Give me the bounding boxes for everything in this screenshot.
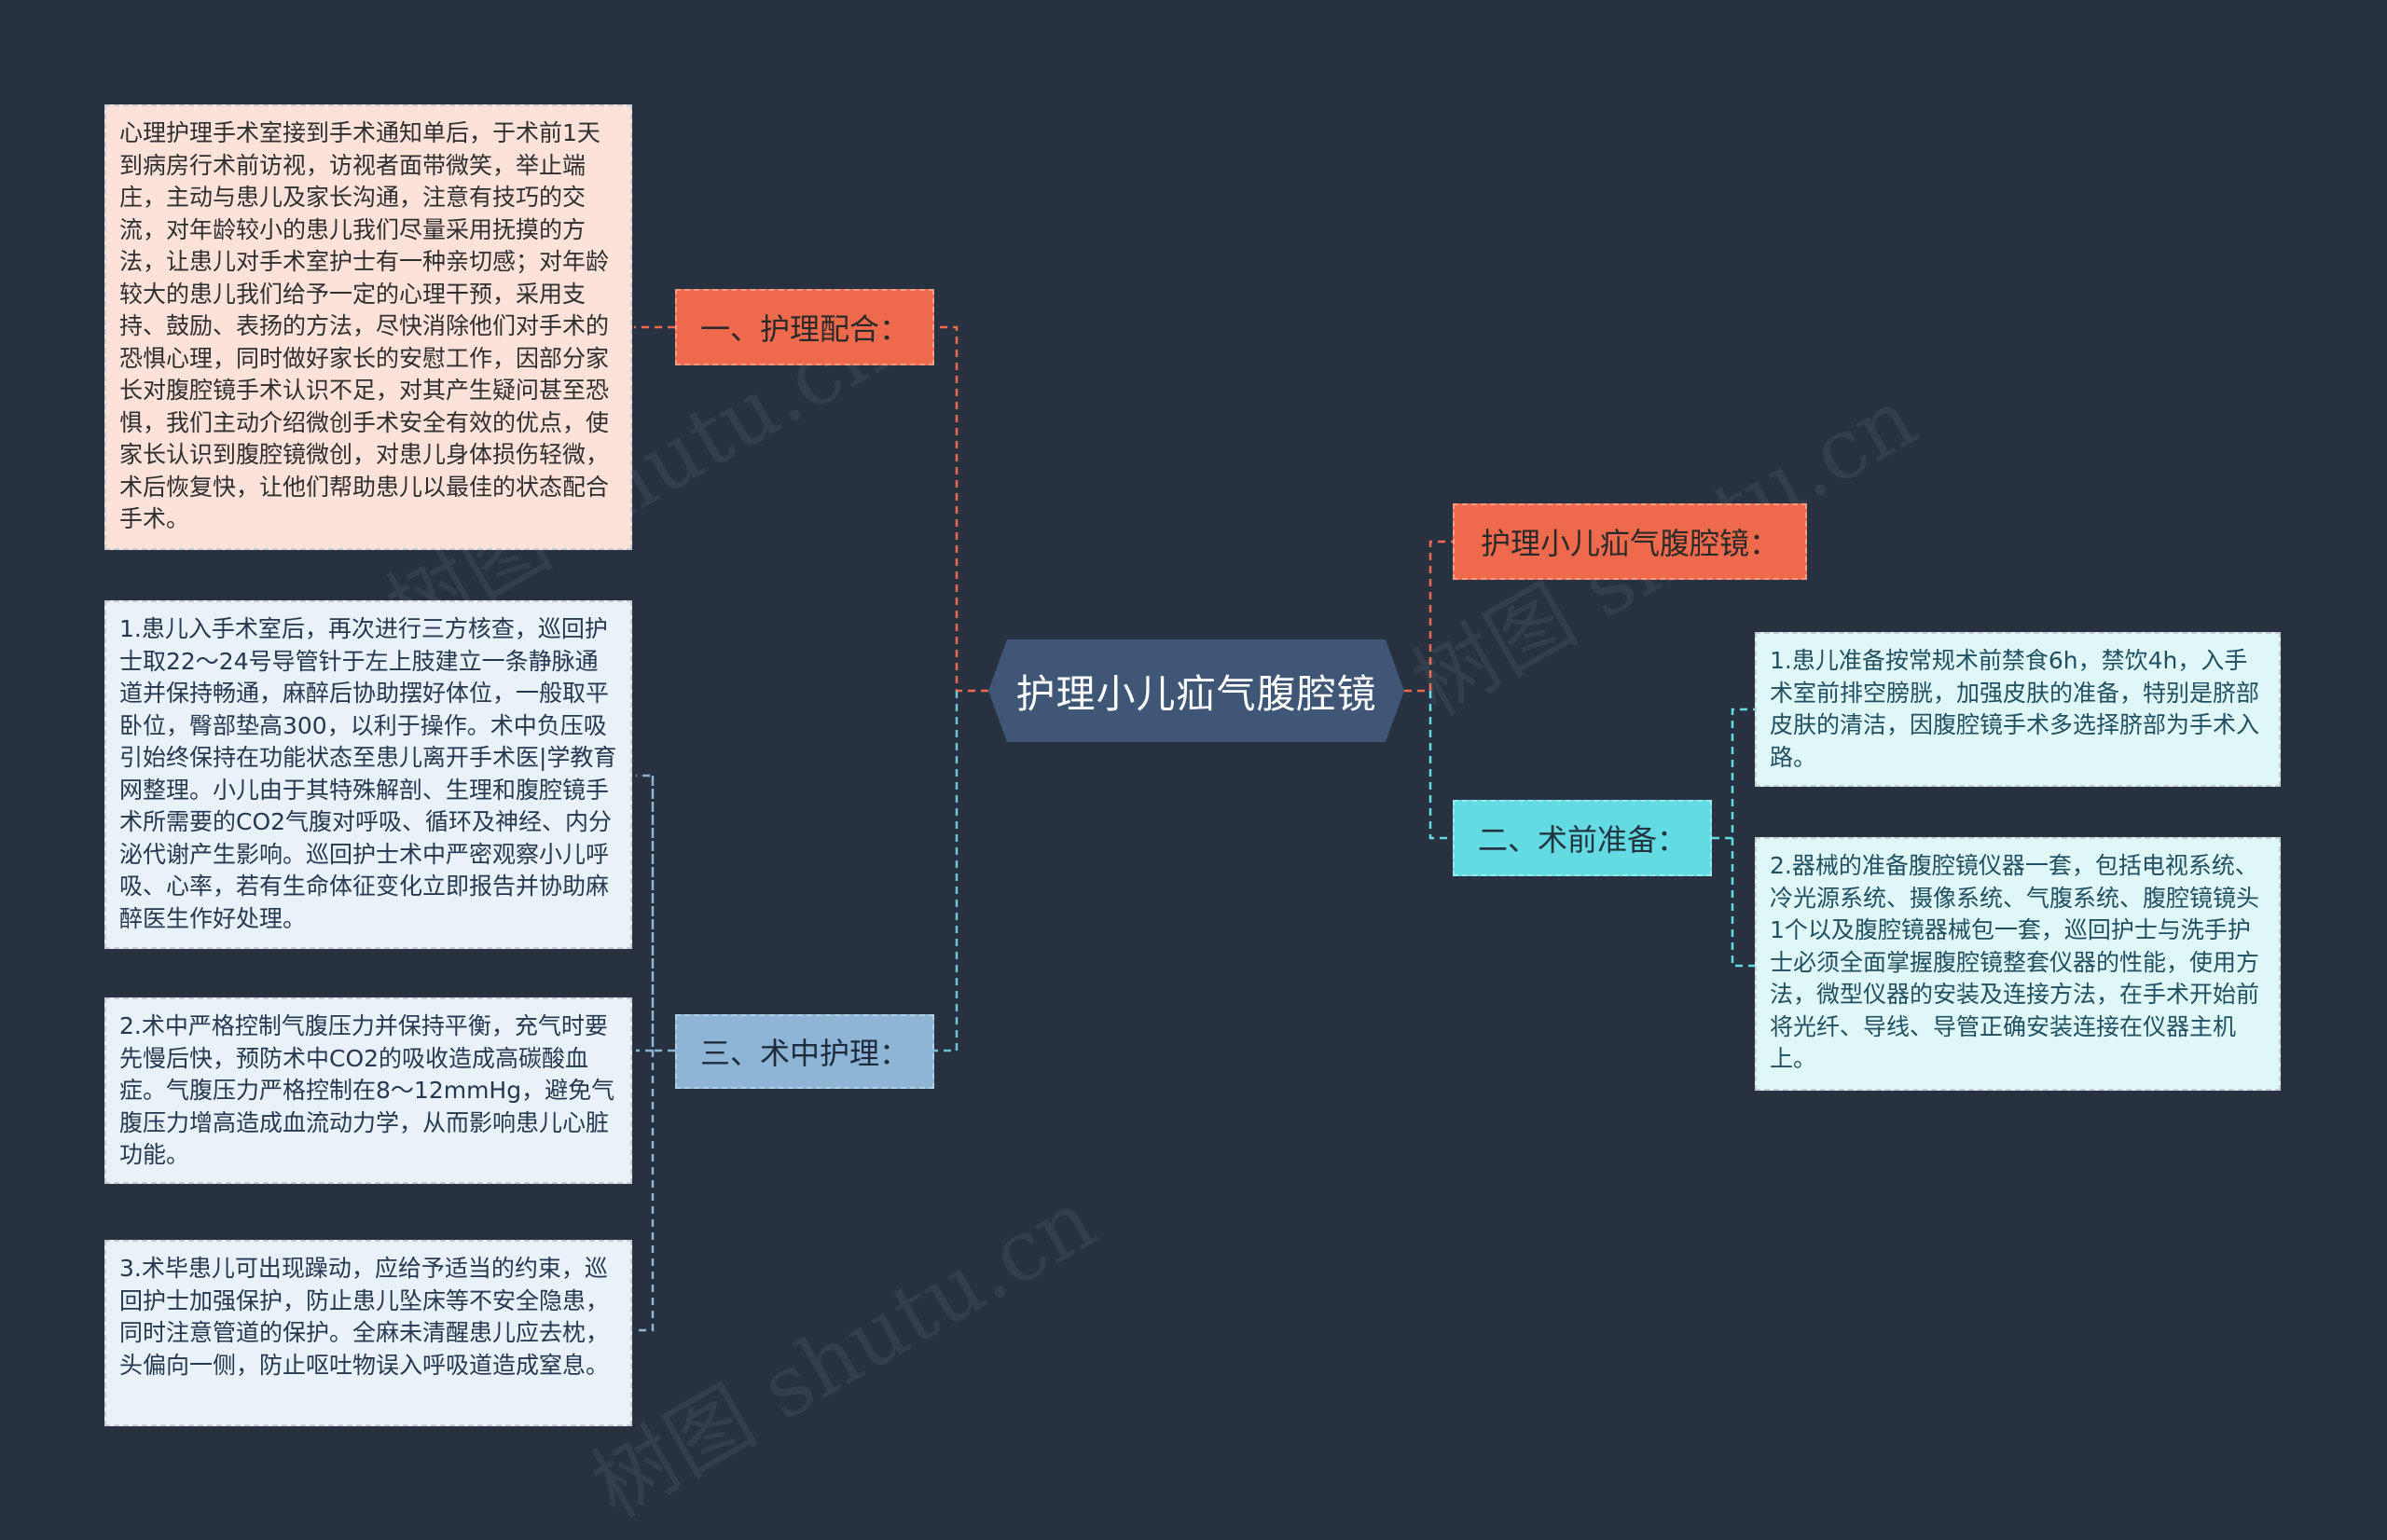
- central-topic[interactable]: 护理小儿疝气腹腔镜: [988, 639, 1404, 742]
- leaf-intraop-1[interactable]: 1.患儿入手术室后，再次进行三方核查，巡回护士取22～24号导管针于左上肢建立一…: [104, 600, 632, 949]
- leaf-nursing[interactable]: 心理护理手术室接到手术通知单后，于术前1天到病房行术前访视，访视者面带微笑，举止…: [104, 104, 632, 550]
- branch-preop[interactable]: 二、术前准备：: [1453, 800, 1712, 876]
- branch-topic[interactable]: 护理小儿疝气腹腔镜：: [1453, 503, 1807, 580]
- connector-center-to-nursing: [934, 325, 988, 693]
- leaf-preop-2[interactable]: 2.器械的准备腹腔镜仪器一套，包括电视系统、冷光源系统、摄像系统、气腹系统、腹腔…: [1755, 837, 2281, 1091]
- connector-center-to-preop: [1428, 691, 1453, 840]
- leaf-intraop-3[interactable]: 3.术毕患儿可出现躁动，应给予适当的约束，巡回护士加强保护，防止患儿坠床等不安全…: [104, 1240, 632, 1426]
- branch-intraop[interactable]: 三、术中护理：: [675, 1014, 934, 1089]
- connector-intraop-to-leaves: [636, 774, 675, 1332]
- connector-preop-to-leaves: [1712, 708, 1755, 968]
- branch-nursing[interactable]: 一、护理配合：: [675, 289, 934, 365]
- connector-center-to-intraop: [934, 691, 959, 1052]
- leaf-preop-1[interactable]: 1.患儿准备按常规术前禁食6h，禁饮4h，入手术室前排空膀胱，加强皮肤的准备，特…: [1755, 632, 2281, 787]
- connector-center-to-topic: [1404, 540, 1453, 693]
- leaf-intraop-2[interactable]: 2.术中严格控制气腹压力并保持平衡，充气时要先慢后快，预防术中CO2的吸收造成高…: [104, 997, 632, 1184]
